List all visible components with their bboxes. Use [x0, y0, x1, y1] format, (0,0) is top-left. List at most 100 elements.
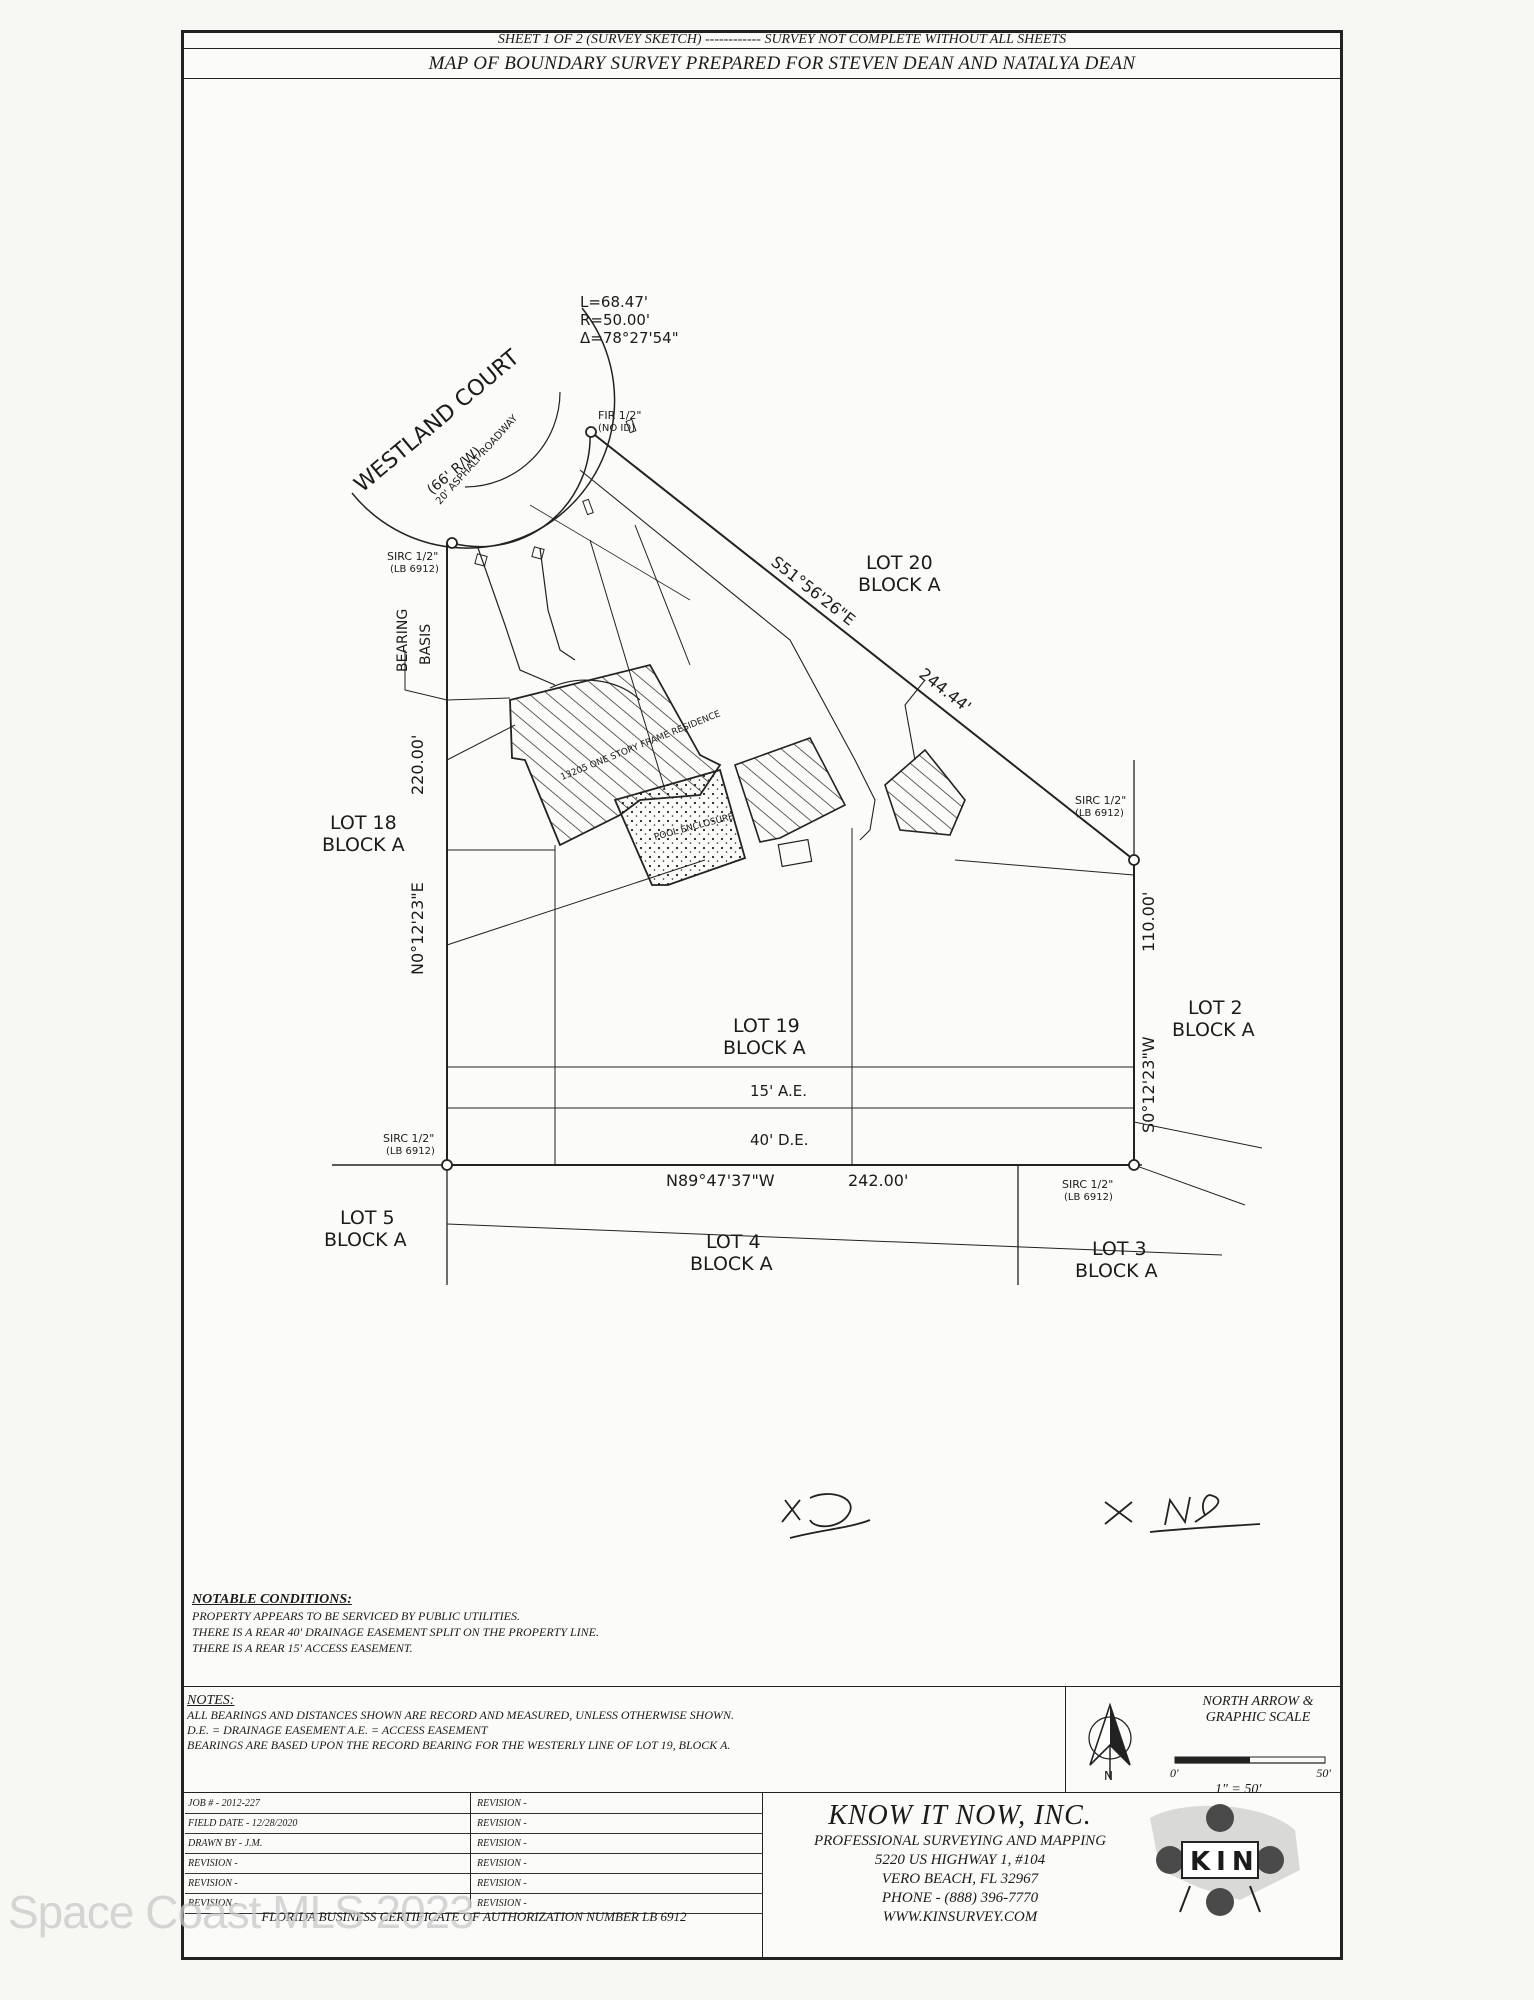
curve-delta: Δ=78°27'54" — [580, 329, 679, 347]
revision: REVISION - — [477, 1878, 527, 1889]
sirc-ne: SIRC 1/2" — [1075, 794, 1126, 807]
kin-logo — [1150, 1804, 1300, 1916]
job-row: DRAWN BY - J.M. REVISION - — [185, 1834, 763, 1854]
job-row: FIELD DATE - 12/28/2020 REVISION - — [185, 1814, 763, 1834]
curve-arc — [451, 431, 591, 548]
lot19-block: BLOCK A — [723, 1037, 806, 1059]
distance-west: 220.00' — [408, 735, 427, 795]
condition-line: THERE IS A REAR 15' ACCESS EASEMENT. — [192, 1641, 413, 1655]
monument-fir — [585, 426, 597, 438]
monument-ne — [1128, 854, 1140, 866]
company-phone: PHONE - (888) 396-7770 — [881, 1890, 1039, 1906]
header-divider-2 — [181, 78, 1343, 79]
sirc-nw-lb: (LB 6912) — [390, 564, 439, 575]
fir-label: FIR 1/2" — [598, 409, 641, 422]
sirc-se: SIRC 1/2" — [1062, 1178, 1113, 1191]
lot4-block: BLOCK A — [690, 1253, 773, 1275]
lot19-label: LOT 19 — [733, 1015, 800, 1037]
shed — [884, 748, 966, 836]
job-row: REVISION -REVISION - — [185, 1854, 763, 1874]
revision: REVISION - — [188, 1858, 238, 1869]
bearing-south: N89°47'37"W — [666, 1171, 775, 1190]
lot2-line-2 — [1133, 1164, 1246, 1206]
scale-fifty: 50' — [1316, 1766, 1331, 1780]
revision: REVISION - — [477, 1818, 527, 1829]
garage — [733, 737, 847, 843]
lot18-block: BLOCK A — [322, 834, 405, 856]
company-name: KNOW IT NOW, INC. — [828, 1800, 1092, 1831]
note-line: ALL BEARINGS AND DISTANCES SHOWN ARE REC… — [187, 1708, 734, 1722]
sirc-sw-lb: (LB 6912) — [386, 1146, 435, 1157]
north-letter: N — [1104, 1769, 1113, 1783]
scale-zero: 0' — [1170, 1766, 1179, 1780]
lot2-label: LOT 2 — [1188, 997, 1243, 1019]
bearing-basis-2: BASIS — [418, 624, 434, 665]
survey-title: MAP OF BOUNDARY SURVEY PREPARED FOR STEV… — [428, 53, 1136, 74]
porch — [777, 838, 813, 868]
survey-sheet — [181, 30, 1343, 1960]
mls-watermark: Space Coast MLS 2023 — [8, 1886, 475, 1938]
bearing-west: N0°12'23"E — [408, 882, 427, 975]
driveway — [477, 547, 556, 686]
tie-line — [446, 697, 511, 701]
job-row: REVISION - REVISION - — [185, 1874, 763, 1894]
note-line: BEARINGS ARE BASED UPON THE RECORD BEARI… — [187, 1738, 731, 1752]
distance-south: 242.00' — [848, 1171, 908, 1190]
signature-initials-2 — [1104, 1494, 1261, 1533]
job-row: JOB # - 2012-227 REVISION - — [185, 1794, 763, 1814]
notes-divider — [181, 1686, 1343, 1687]
north-arrow-label: NORTH ARROW & GRAPHIC SCALE — [1183, 1694, 1333, 1726]
job-row: REVISION -REVISION - — [185, 1894, 763, 1914]
lot20-block: BLOCK A — [858, 574, 941, 596]
job-number: JOB # - 2012-227 — [188, 1798, 260, 1809]
job-table-divider — [470, 1792, 471, 1908]
lot3-block: BLOCK A — [1075, 1260, 1158, 1282]
revision: REVISION - — [477, 1838, 527, 1849]
access-easement: 15' A.E. — [750, 1082, 807, 1100]
fir-noid: (NO ID) — [598, 423, 635, 434]
north-label-line1: NORTH ARROW & — [1202, 1694, 1314, 1709]
cul-de-sac-arc — [351, 307, 616, 549]
tie-line — [954, 859, 1135, 876]
sirc-nw: SIRC 1/2" — [387, 550, 438, 563]
company-divider — [762, 1792, 763, 1960]
company-block: KNOW IT NOW, INC. PROFESSIONAL SURVEYING… — [770, 1800, 1150, 1927]
notes-title: NOTES: — [187, 1693, 235, 1708]
lot2-line — [1133, 1121, 1263, 1149]
monument-sw — [441, 1159, 453, 1171]
conditions-title: NOTABLE CONDITIONS: — [192, 1592, 352, 1607]
note-line: D.E. = DRAINAGE EASEMENT A.E. = ACCESS E… — [187, 1723, 488, 1737]
sheet-line: SHEET 1 OF 2 (SURVEY SKETCH) -----------… — [497, 32, 1067, 47]
lot20-label: LOT 20 — [866, 552, 933, 574]
drainage-easement: 40' D.E. — [750, 1131, 809, 1149]
lot4-label: LOT 4 — [706, 1231, 761, 1253]
kin-logo-text: KIN — [1190, 1847, 1260, 1877]
revision: REVISION - — [477, 1798, 527, 1809]
bearing-ne: S51°56'26"E — [768, 552, 859, 629]
field-date: FIELD DATE - 12/28/2020 — [188, 1818, 298, 1829]
lot5-label: LOT 5 — [340, 1207, 395, 1229]
notable-conditions: NOTABLE CONDITIONS: PROPERTY APPEARS TO … — [192, 1592, 599, 1656]
certificate-line: FLORIDA BUSINESS CERTIFICATE OF AUTHORIZ… — [261, 1909, 687, 1924]
company-web: WWW.KINSURVEY.COM — [882, 1909, 1038, 1925]
bearing-east: S0°12'23"W — [1139, 1036, 1158, 1133]
condition-line: THERE IS A REAR 40' DRAINAGE EASEMENT SP… — [192, 1625, 600, 1639]
revision: REVISION - — [188, 1878, 238, 1889]
north-arrow-box: NORTH ARROW & GRAPHIC SCALE 0' 50' 1" = … — [1065, 1692, 1343, 1797]
monument-se — [1128, 1159, 1140, 1171]
bearing-basis-leader — [404, 650, 448, 701]
north-arrow-icon — [1088, 1702, 1132, 1778]
signature-initials-1 — [781, 1493, 871, 1539]
distance-ne: 244.44' — [916, 664, 975, 716]
revision: REVISION - — [188, 1898, 238, 1909]
curve-length: L=68.47' — [580, 293, 648, 311]
notes: NOTES: ALL BEARINGS AND DISTANCES SHOWN … — [187, 1693, 734, 1753]
walkway — [579, 469, 876, 841]
sirc-se-lb: (LB 6912) — [1064, 1192, 1113, 1203]
north-label-line2: GRAPHIC SCALE — [1205, 1710, 1311, 1725]
drawn-by: DRAWN BY - J.M. — [188, 1838, 263, 1849]
company-address-1: 5220 US HIGHWAY 1, #104 — [874, 1852, 1046, 1868]
scale-ratio: 1" = 50' — [1215, 1782, 1262, 1797]
lot2-block: BLOCK A — [1172, 1019, 1255, 1041]
